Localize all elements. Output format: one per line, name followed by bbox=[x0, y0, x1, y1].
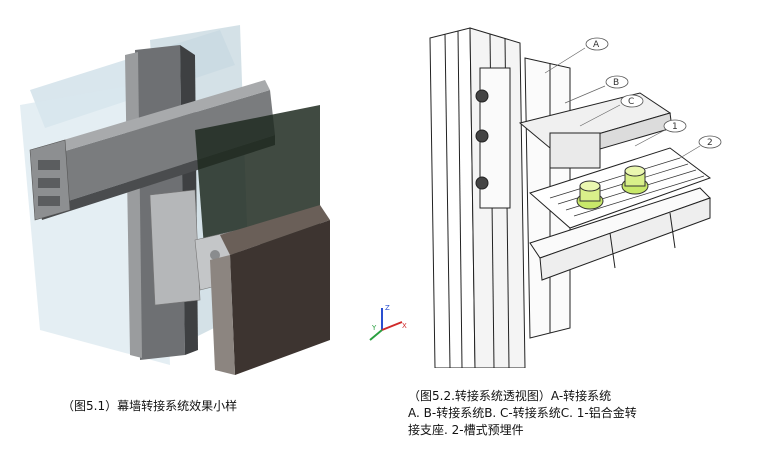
callout-1-label: 1 bbox=[672, 122, 678, 132]
axis-triad-icon: Z X Y bbox=[362, 300, 412, 350]
callout-a-label: A bbox=[593, 40, 600, 50]
callout-b-label: B bbox=[613, 78, 619, 88]
callout-2-label: 2 bbox=[707, 138, 713, 148]
right-caption-line-2: A. B-转接系统B. C-转接系统C. 1-铝合金转 bbox=[408, 406, 637, 420]
transfer-system-perspective-drawing: A B C 1 2 bbox=[410, 18, 740, 369]
left-figure-caption: （图5.1）幕墙转接系统效果小样 bbox=[62, 399, 238, 413]
right-caption-line-1: （图5.2.转接系统透视图）A-转接系统 bbox=[408, 389, 612, 403]
callout-c-label: C bbox=[628, 97, 634, 107]
right-figure-caption: （图5.2.转接系统透视图）A-转接系统 A. B-转接系统B. C-转接系统C… bbox=[408, 388, 708, 439]
axis-y-label: Y bbox=[371, 324, 377, 332]
axis-z-label: Z bbox=[385, 304, 390, 312]
right-caption-line-3: 接支座. 2-槽式预埋件 bbox=[408, 423, 524, 437]
axis-x-label: X bbox=[402, 322, 407, 330]
curtain-wall-render bbox=[20, 10, 350, 375]
